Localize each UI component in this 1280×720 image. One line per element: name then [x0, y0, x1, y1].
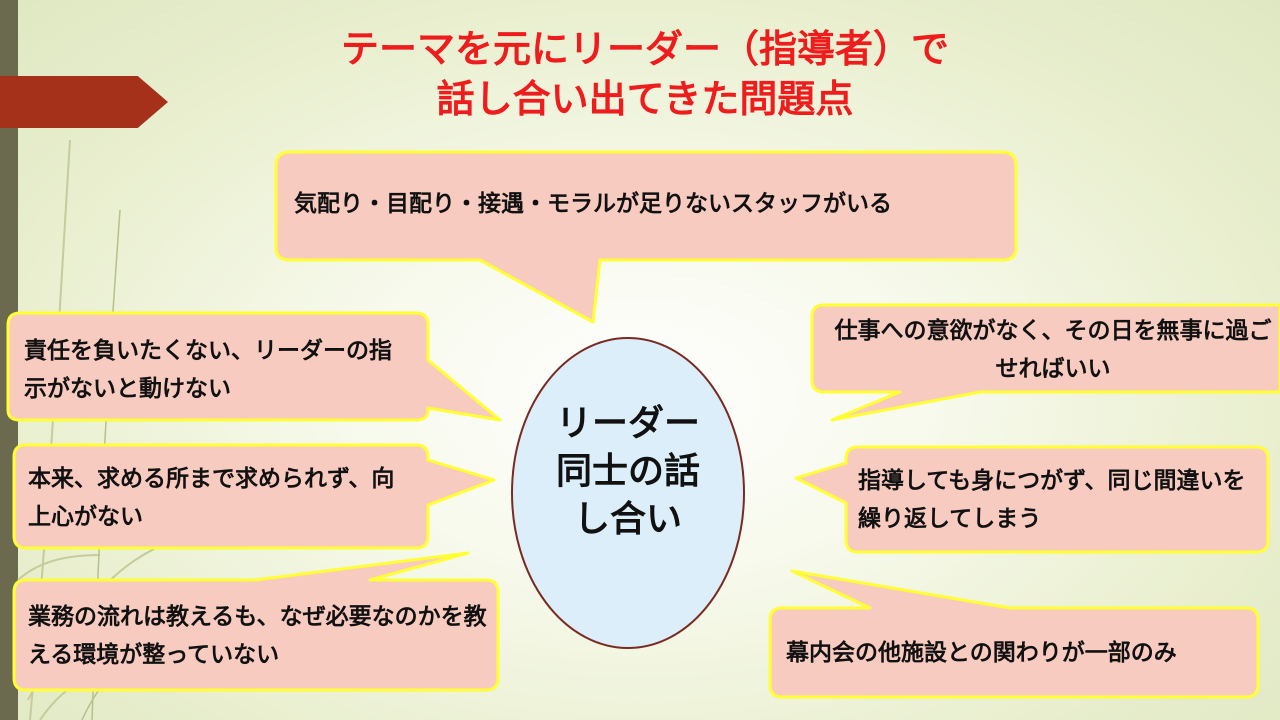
- callout-right1-text: 仕事への意欲がなく、その日を無事に過ごせればいい: [834, 318, 1272, 382]
- callout-left2-text: 本来、求める所まで求められず、向上心がない: [28, 466, 395, 530]
- callout-top-text: 気配り・目配り・接遇・モラルが足りないスタッフがいる: [294, 191, 892, 217]
- callout-left2-shape: [12, 443, 496, 550]
- callout-left3-shape: [12, 551, 500, 692]
- center-line-3: し合い: [573, 499, 682, 540]
- title-line-1: テーマを元にリーダー（指導者）で: [340, 27, 949, 71]
- red-arrow-tab: [0, 76, 168, 128]
- callout-right1-shape: [810, 303, 1280, 422]
- center-line-1: リーダー: [555, 403, 700, 444]
- callout-left1-text: 責任を負いたくない、リーダーの指示がないと動けない: [24, 338, 392, 402]
- slide-title: テーマを元にリーダー（指導者）で 話し合い出てきた問題点: [200, 24, 1090, 124]
- callout-right2-shape: [794, 445, 1270, 554]
- callout-top-shape: [274, 150, 1018, 324]
- callout-left1-shape: [6, 311, 502, 422]
- center-label: リーダー 同士の話 し合い: [512, 400, 744, 544]
- callout-right3-shape: [768, 569, 1260, 699]
- center-line-2: 同士の話: [555, 451, 700, 492]
- callout-right3-text: 幕内会の他施設との関わりが一部のみ: [786, 640, 1177, 666]
- callout-right2-text: 指導しても身につがず、同じ間違いを繰り返してしまう: [858, 468, 1246, 532]
- center-ellipse: [511, 337, 745, 649]
- callout-left3-text: 業務の流れは教えるも、なぜ必要なのかを教える環境が整っていない: [28, 604, 487, 668]
- title-line-2: 話し合い出てきた問題点: [436, 77, 854, 121]
